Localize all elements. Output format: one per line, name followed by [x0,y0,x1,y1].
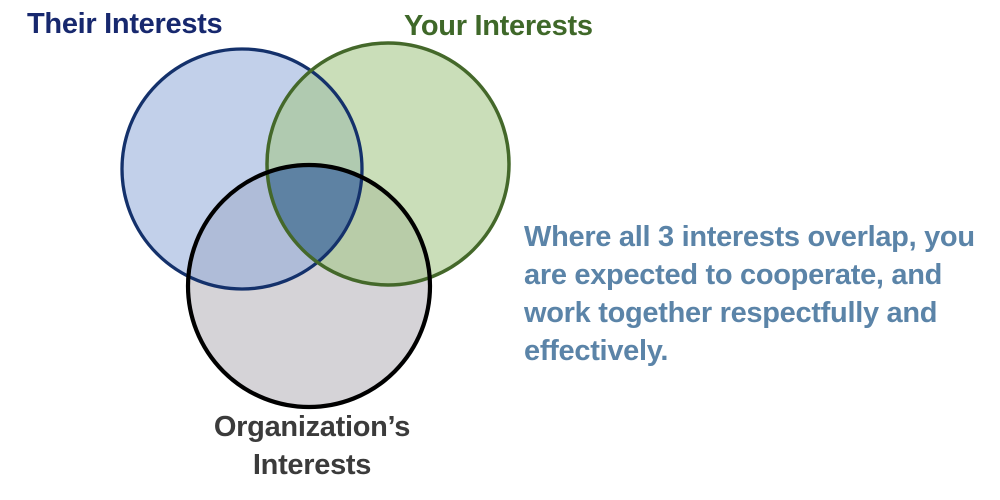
organization-label-line2: Interests [252,449,372,481]
caption-line-2: are expected to cooperate, and [524,259,943,291]
their-interests-label: Their Interests [27,8,223,40]
overlap-caption: Where all 3 interests overlap, you are e… [524,218,994,370]
your-interests-label: Your Interests [404,10,593,42]
your-circle-outline [265,41,511,287]
caption-line-1: Where all 3 interests overlap, you [524,221,975,253]
their-circle-outline [120,47,364,291]
organization-label-line1: Organization’s [213,411,411,443]
organization-interests-label: Organization’s Interests [182,408,442,484]
caption-line-4: effectively. [524,335,669,367]
caption-line-3: work together respectfully and [524,297,938,329]
organization-circle-outline [185,162,433,410]
